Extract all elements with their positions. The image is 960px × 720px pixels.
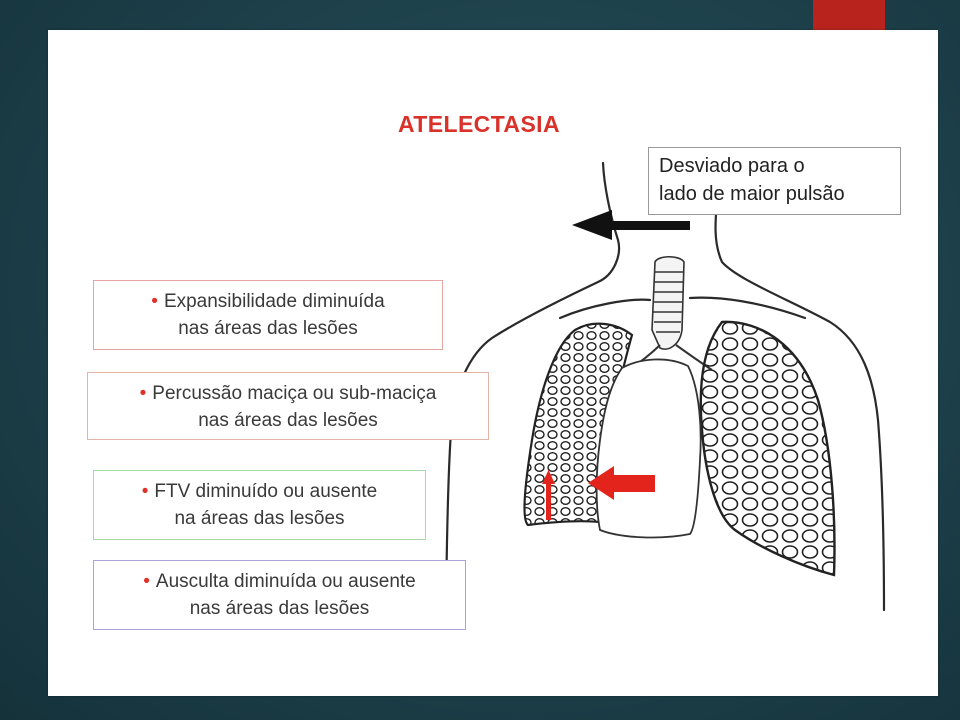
finding-text: Ausculta diminuída ou ausente [155,571,416,592]
bullet-icon: • [151,291,158,312]
finding-line-1: •Ausculta diminuída ou ausente [94,568,465,595]
finding-box-ftv: •FTV diminuído ou ausente na áreas das l… [93,470,426,540]
finding-line-1: •Percussão maciça ou sub-maciça [88,380,488,407]
diaphragm-elevation-arrow [542,470,555,520]
finding-box-expansibility: •Expansibilidade diminuída nas áreas das… [93,280,443,350]
finding-line-2: nas áreas das lesões [178,318,358,339]
bullet-icon: • [139,383,147,404]
trachea-deviation-note: Desviado para o lado de maior pulsão [648,147,901,215]
diagram-title: ATELECTASIA [398,111,560,137]
left-clavicle [558,298,652,320]
neck-left-edge [444,161,621,612]
neck-right-edge [714,186,886,612]
finding-line-2: nas áreas das lesões [189,598,370,619]
trachea [625,255,713,373]
finding-line-1: •Expansibilidade diminuída [94,288,442,315]
tracheal-shift-arrow [572,210,690,240]
finding-line-1: •FTV diminuído ou ausente [94,478,425,505]
finding-text: Percussão maciça ou sub-maciça [152,383,437,404]
finding-box-percussion: •Percussão maciça ou sub-maciça nas área… [87,372,489,440]
bullet-icon: • [143,571,150,592]
finding-line-2: na áreas das lesões [174,508,345,529]
finding-text: Expansibilidade diminuída [163,291,385,312]
bullet-icon: • [141,481,149,502]
trachea-note-line-1: Desviado para o [659,155,805,177]
right-lung [699,320,836,577]
finding-box-auscultation: •Ausculta diminuída ou ausente nas áreas… [93,560,466,630]
torso-outline [444,161,886,612]
heart-mediastinum [595,358,702,539]
mediastinal-shift-arrow [588,466,655,500]
finding-text: FTV diminuído ou ausente [154,481,378,502]
finding-line-2: nas áreas das lesões [198,410,378,431]
trachea-note-line-2: lado de maior pulsão [659,183,845,205]
right-clavicle [688,296,807,320]
slide-accent-tab [813,0,885,30]
